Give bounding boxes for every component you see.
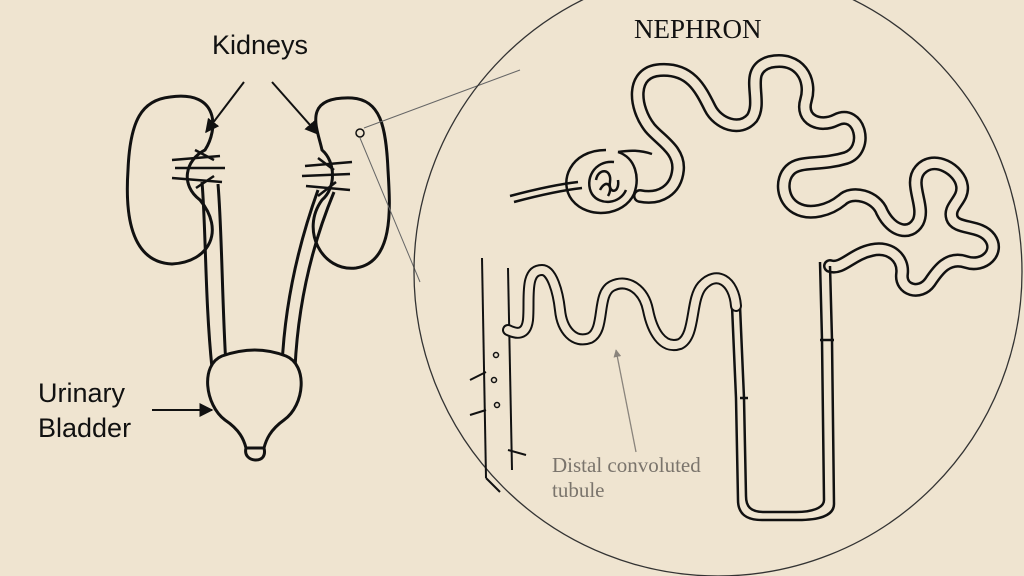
urethra bbox=[244, 447, 266, 462]
proximal-convoluted-tubule-lumen bbox=[633, 56, 998, 295]
bowmans-capsule-glomerulus bbox=[509, 148, 653, 215]
nephron-magnified-circle bbox=[413, 0, 1023, 576]
left-kidney bbox=[125, 94, 215, 266]
kidneys-label: Kidneys bbox=[212, 30, 309, 60]
urinary-bladder-label-line1: Urinary bbox=[38, 378, 126, 408]
collecting-duct bbox=[469, 257, 527, 493]
distal-convoluted-tubule-lumen bbox=[504, 266, 740, 350]
distal-label-line2: tubule bbox=[552, 478, 605, 503]
left-renal-vessels bbox=[171, 148, 225, 190]
urinary-bladder bbox=[206, 348, 303, 450]
zoom-line-bottom bbox=[359, 137, 421, 283]
ureters bbox=[200, 181, 336, 369]
right-kidney bbox=[311, 96, 391, 270]
nephron-location-marker bbox=[355, 128, 365, 138]
proximal-convoluted-tubule bbox=[630, 54, 1000, 297]
urinary-bladder-label-line2: Bladder bbox=[38, 412, 132, 443]
right-renal-vessels bbox=[301, 157, 353, 197]
kidneys-arrow-left bbox=[205, 81, 245, 134]
urinary-bladder-label: Urinary Bladder bbox=[38, 376, 131, 445]
loop-of-henle bbox=[730, 261, 836, 522]
kidneys-arrow-right bbox=[271, 81, 319, 136]
collecting-duct-openings bbox=[490, 351, 501, 409]
distal-convoluted-tubule-label: Distal convoluted tubule bbox=[552, 453, 701, 503]
distal-tubule-pointer bbox=[613, 349, 637, 453]
nephron-title: NEPHRON bbox=[634, 14, 762, 44]
distal-label-line1: Distal convoluted bbox=[552, 453, 701, 477]
zoom-line-top bbox=[363, 69, 521, 129]
